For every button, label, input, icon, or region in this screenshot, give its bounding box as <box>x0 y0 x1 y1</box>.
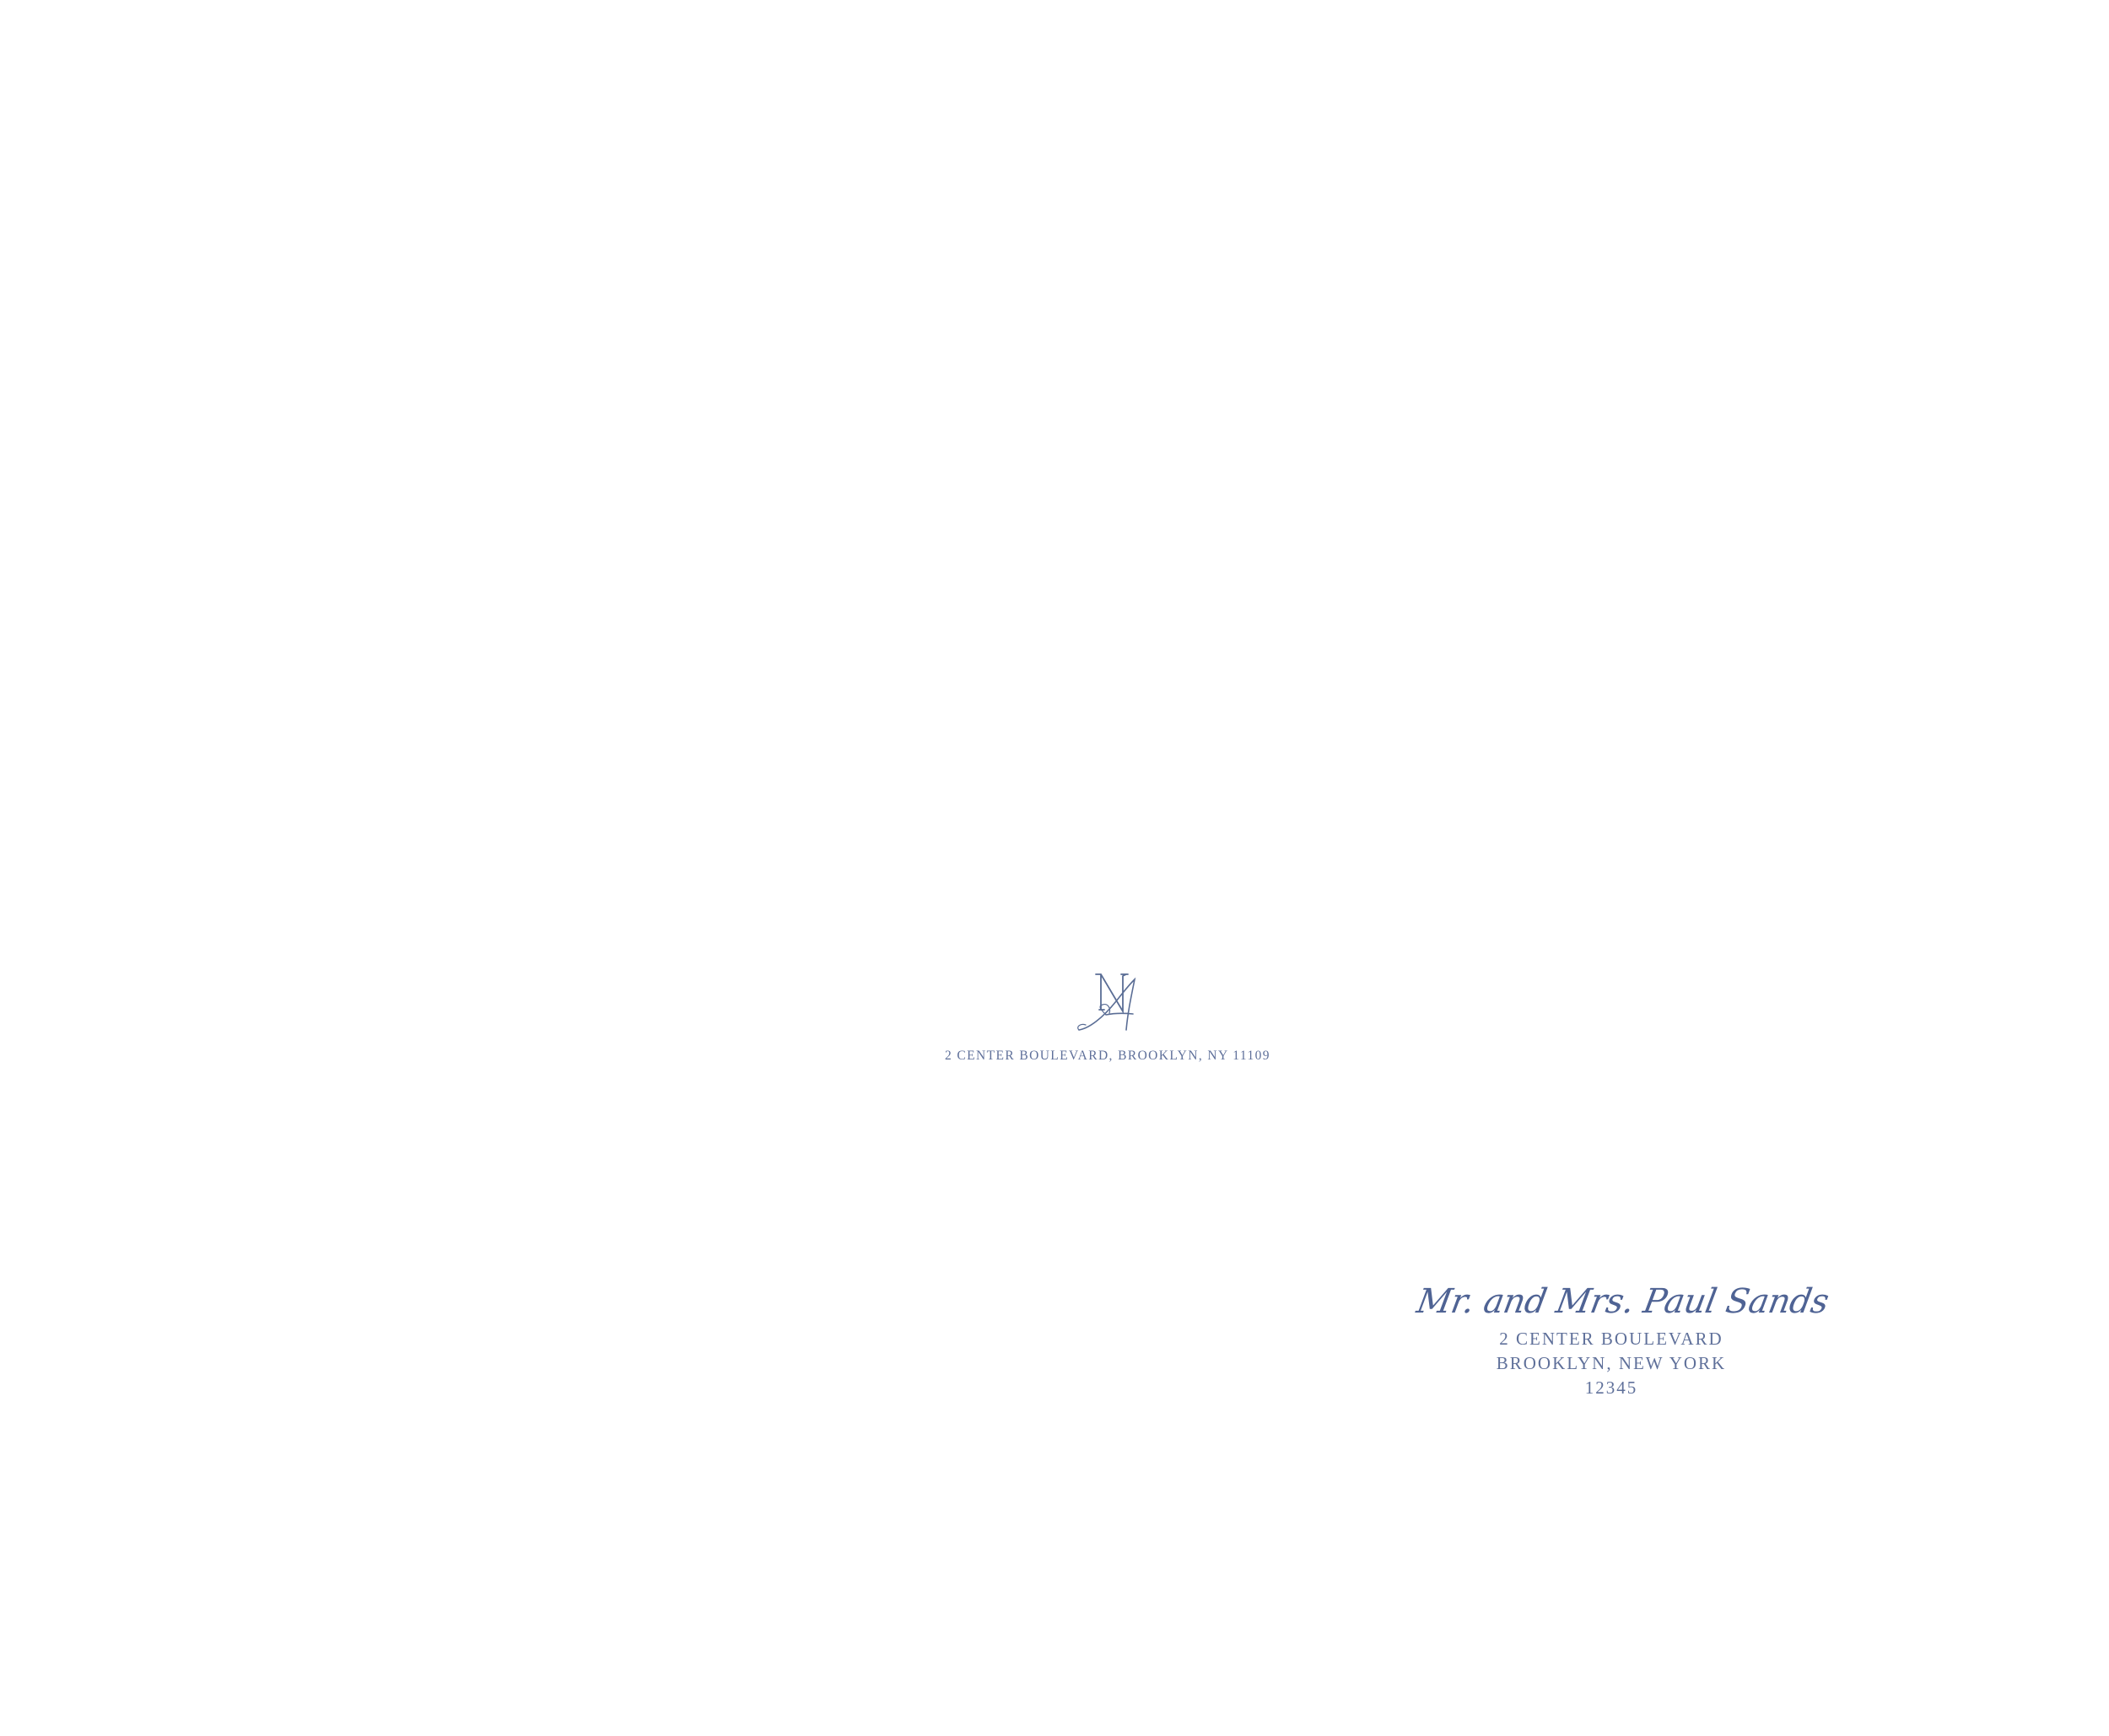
recipient-name: Mr. and Mrs. Paul Sands <box>1413 1282 1832 1321</box>
recipient-street: 2 CENTER BOULEVARD <box>1499 1329 1723 1349</box>
recipient-block: Mr. and Mrs. Paul Sands 2 CENTER BOULEVA… <box>1414 1278 1831 1400</box>
monogram-icon <box>1077 973 1136 1031</box>
recipient-city: BROOKLYN, NEW YORK <box>1496 1353 1727 1373</box>
recipient-zip: 12345 <box>1584 1377 1638 1398</box>
return-address: 2 CENTER BOULEVARD, BROOKLYN, NY 11109 <box>945 1049 1270 1063</box>
recipient-address: 2 CENTER BOULEVARD BROOKLYN, NEW YORK 12… <box>1417 1327 1805 1400</box>
monogram-logo <box>1072 968 1153 1035</box>
